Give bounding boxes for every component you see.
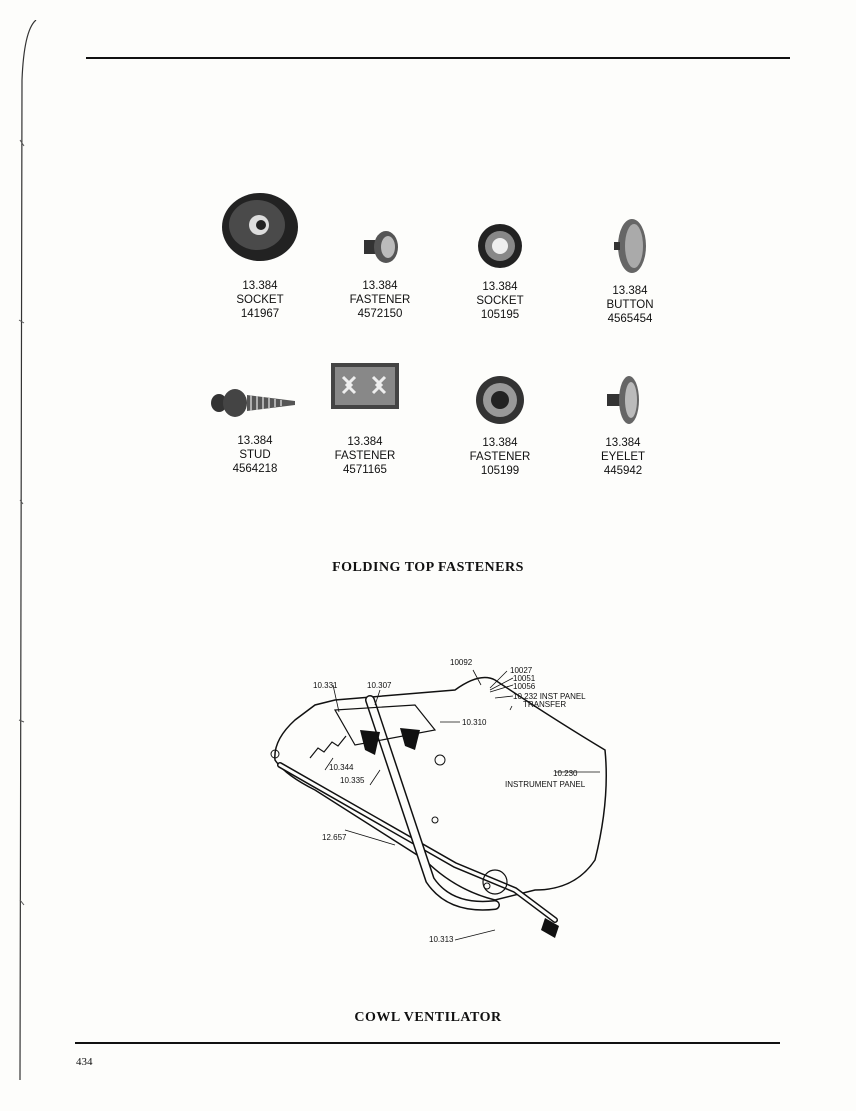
part-name-label: EYELET xyxy=(600,451,646,463)
label-10051: 10051 xyxy=(513,674,536,683)
part-number-label: 13.384 xyxy=(242,280,278,292)
label-10331: 10.331 xyxy=(313,681,338,690)
clip-fastener-image xyxy=(331,363,399,409)
catalog-number-label: 4564218 xyxy=(232,463,278,475)
label-10335: 10.335 xyxy=(340,776,365,785)
label-10313: 10.313 xyxy=(429,935,454,944)
page-number: 434 xyxy=(76,1056,93,1068)
part-number-label: 13.384 xyxy=(482,437,518,449)
catalog-number-label: 105195 xyxy=(480,309,520,321)
part-number-label: 13.384 xyxy=(347,436,383,448)
part-name-label: STUD xyxy=(239,449,271,461)
part-name-label: FASTENER xyxy=(334,450,396,462)
part-name-label: FASTENER xyxy=(469,451,531,463)
part-number-label: 13.384 xyxy=(612,285,648,297)
label-10232: 10.232 INST PANEL xyxy=(513,692,586,701)
label-12657: 12.657 xyxy=(322,833,347,842)
round-socket-image xyxy=(478,224,522,268)
part-name-label: FASTENER xyxy=(349,294,411,306)
catalog-number-label: 4565454 xyxy=(607,313,653,325)
button-image xyxy=(614,219,646,273)
round-fastener-image xyxy=(476,376,524,424)
label-10344: 10.344 xyxy=(329,763,354,772)
cowl-ventilator-diagram: 10092 10027 10051 10056 10.232 INST PANE… xyxy=(270,658,607,944)
bottom-rule xyxy=(75,1042,780,1044)
part-number-label: 13.384 xyxy=(605,437,641,449)
part-name-label: BUTTON xyxy=(606,299,654,311)
part-stud-4564218: 13.384 STUD 4564218 xyxy=(205,375,305,476)
top-rule xyxy=(86,57,790,59)
control-knob xyxy=(541,918,559,938)
cowl-outline xyxy=(274,676,607,901)
part-number-label: 13.384 xyxy=(482,281,518,293)
part-number-label: 13.384 xyxy=(362,280,398,292)
part-eyelet-445942: 13.384 EYELET 445942 xyxy=(578,370,668,478)
part-button-4565454: 13.384 BUTTON 4565454 xyxy=(585,210,675,326)
label-10092: 10092 xyxy=(450,658,473,667)
label-10230-instrument-panel: INSTRUMENT PANEL xyxy=(505,780,586,789)
snap-fastener-image xyxy=(364,231,398,263)
label-10230: 10.230 xyxy=(553,769,578,778)
part-fastener-105199: 13.384 FASTENER 105199 xyxy=(455,370,545,478)
catalog-number-label: 4571165 xyxy=(343,464,387,476)
catalog-number-label: 4572150 xyxy=(357,308,403,320)
part-name-label: SOCKET xyxy=(236,294,284,306)
label-10307: 10.307 xyxy=(367,681,392,690)
spring xyxy=(309,735,347,759)
part-name-label: SOCKET xyxy=(476,295,524,307)
part-socket-105195: 13.384 SOCKET 105195 xyxy=(455,218,545,322)
label-10027: 10027 xyxy=(510,666,533,675)
screw-stud-image xyxy=(211,389,295,417)
label-10310: 10.310 xyxy=(462,718,487,727)
part-socket-141967: 13.384 SOCKET 141967 xyxy=(215,185,305,321)
binding-edge-mark xyxy=(18,20,37,1081)
part-fastener-4572150: 13.384 FASTENER 4572150 xyxy=(335,220,425,321)
catalog-number-label: 105199 xyxy=(480,465,520,477)
catalog-number-label: 141967 xyxy=(240,308,280,320)
part-fastener-4571165: 13.384 FASTENER 4571165 xyxy=(320,355,410,477)
folding-top-fasteners-caption: FOLDING TOP FASTENERS xyxy=(332,560,524,575)
eyelet-image xyxy=(607,376,639,424)
label-10232-transfer: TRANSFER xyxy=(523,700,566,709)
catalog-number-label: 445942 xyxy=(603,465,643,477)
oval-socket-image xyxy=(222,193,298,261)
label-10056: 10056 xyxy=(513,682,536,691)
ventilator-lid xyxy=(334,704,437,746)
cowl-ventilator-caption: COWL VENTILATOR xyxy=(354,1010,502,1025)
part-number-label: 13.384 xyxy=(237,435,273,447)
